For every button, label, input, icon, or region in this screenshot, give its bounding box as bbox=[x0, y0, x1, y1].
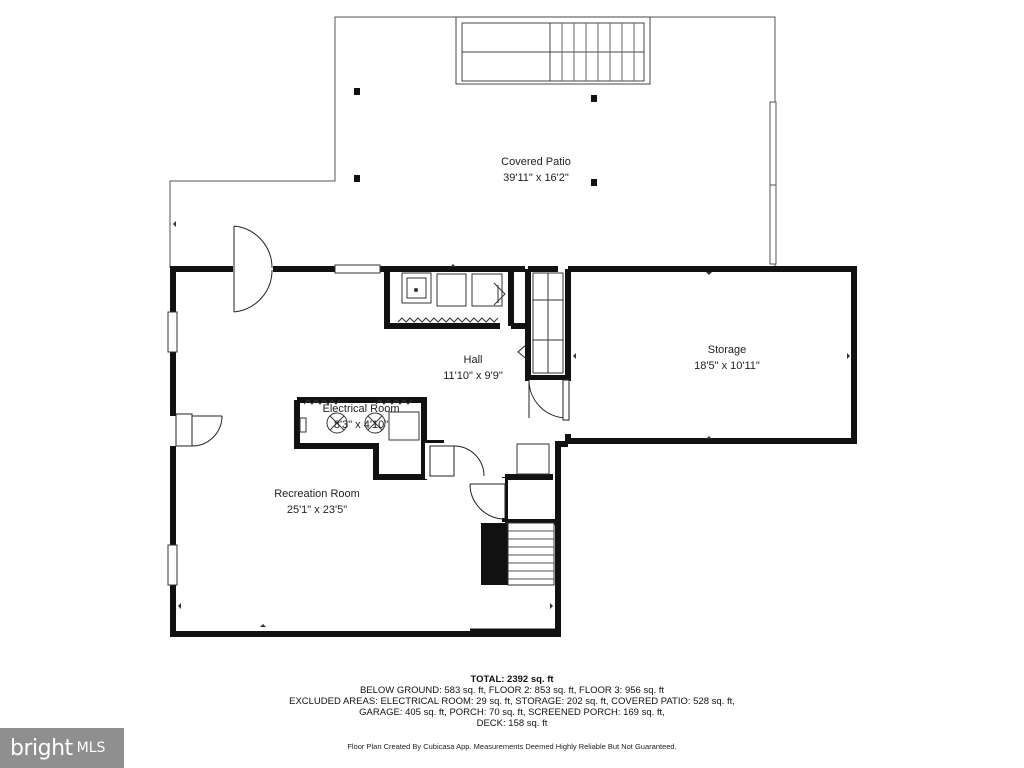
room-name: Recreation Room bbox=[274, 488, 360, 500]
summary-line: GARAGE: 405 sq. ft, PORCH: 70 sq. ft, SC… bbox=[359, 707, 665, 718]
area-summary: TOTAL: 2392 sq. ft BELOW GROUND: 583 sq.… bbox=[0, 674, 1024, 729]
room-name: Electrical Room bbox=[322, 403, 400, 415]
room-label-covered-patio: Covered Patio 39'11" x 16'2" bbox=[476, 154, 596, 186]
room-label-hall: Hall 11'10" x 9'9" bbox=[413, 352, 533, 384]
bright-mls-logo: bright MLS bbox=[0, 728, 124, 768]
disclaimer: Floor Plan Created By Cubicasa App. Meas… bbox=[347, 742, 677, 751]
summary-line: EXCLUDED AREAS: ELECTRICAL ROOM: 29 sq. … bbox=[289, 696, 735, 707]
room-dimensions: 39'11" x 16'2" bbox=[503, 172, 569, 184]
room-name: Covered Patio bbox=[501, 156, 571, 168]
room-label-recreation-room: Recreation Room 25'1" x 23'5" bbox=[257, 486, 377, 518]
patio-railing bbox=[769, 101, 777, 265]
room-dimensions: 11'10" x 9'9" bbox=[443, 370, 503, 382]
room-name: Hall bbox=[463, 354, 483, 366]
walls bbox=[170, 266, 857, 637]
logo-suffix: MLS bbox=[76, 740, 106, 756]
appliance bbox=[516, 443, 550, 475]
kitchenette-fixtures bbox=[397, 272, 564, 374]
patio-outline bbox=[169, 16, 776, 268]
room-dimensions: 8'3" x 4'10" bbox=[333, 419, 389, 431]
room-label-storage: Storage 18'5" x 10'11" bbox=[667, 342, 787, 374]
patio-posts bbox=[354, 88, 597, 186]
interior-stairs bbox=[481, 522, 555, 586]
summary-line: DECK: 158 sq. ft bbox=[476, 718, 548, 729]
room-label-electrical-room: Electrical Room 8'3" x 4'10" bbox=[301, 401, 421, 433]
floor-plan bbox=[167, 16, 857, 637]
room-dimensions: 18'5" x 10'11" bbox=[694, 360, 760, 372]
patio-stairs bbox=[455, 16, 651, 85]
logo-brand: bright bbox=[10, 735, 73, 761]
summary-line: BELOW GROUND: 583 sq. ft, FLOOR 2: 853 s… bbox=[359, 685, 665, 696]
room-dimensions: 25'1" x 23'5" bbox=[286, 504, 348, 516]
doors bbox=[175, 225, 570, 520]
room-name: Storage bbox=[707, 344, 747, 356]
total-area: TOTAL: 2392 sq. ft bbox=[470, 674, 554, 685]
dimension-ticks bbox=[173, 221, 850, 627]
electrical-fixtures bbox=[299, 399, 420, 441]
windows bbox=[167, 264, 381, 586]
